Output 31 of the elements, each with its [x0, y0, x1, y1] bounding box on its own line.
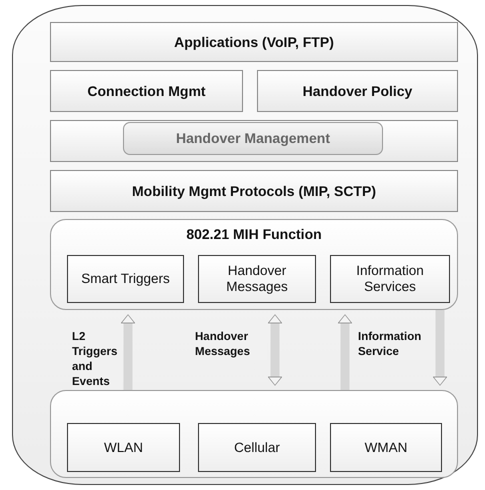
- layer-panel: [50, 390, 458, 478]
- layer-box: [50, 120, 458, 162]
- layer-label: Handover Policy: [302, 82, 412, 100]
- layer-label: Mobility Mgmt Protocols (MIP, SCTP): [132, 182, 376, 200]
- layer-box: [50, 170, 458, 212]
- layer-label: 802.21 MIH Function: [186, 226, 322, 242]
- block-arrow: [268, 314, 282, 386]
- layer-box: [257, 70, 458, 112]
- module-label: Handover Messages: [225, 263, 289, 295]
- module-box: [198, 423, 316, 472]
- module-box: [123, 122, 383, 155]
- module-label: WLAN: [104, 440, 143, 456]
- layer-label: Connection Mgmt: [87, 82, 206, 100]
- module-box: [67, 423, 180, 472]
- module-label: WMAN: [364, 440, 408, 456]
- layer-label: Handover Management: [176, 130, 330, 147]
- block-arrow: [121, 314, 135, 390]
- module-label: Smart Triggers: [81, 271, 170, 287]
- layer-label: Applications (VoIP, FTP): [174, 34, 334, 50]
- layer-box: [50, 22, 458, 62]
- module-box: [198, 255, 316, 303]
- stack-panel: [12, 5, 478, 485]
- layer-panel: [50, 219, 458, 310]
- block-arrow: [338, 314, 352, 390]
- module-label: Information Services: [355, 263, 425, 295]
- layer-box: [50, 70, 243, 112]
- module-box: [330, 423, 442, 472]
- module-box: [67, 255, 184, 303]
- module-box: [330, 255, 450, 303]
- block-arrow: [433, 310, 447, 386]
- module-label: Cellular: [234, 440, 280, 456]
